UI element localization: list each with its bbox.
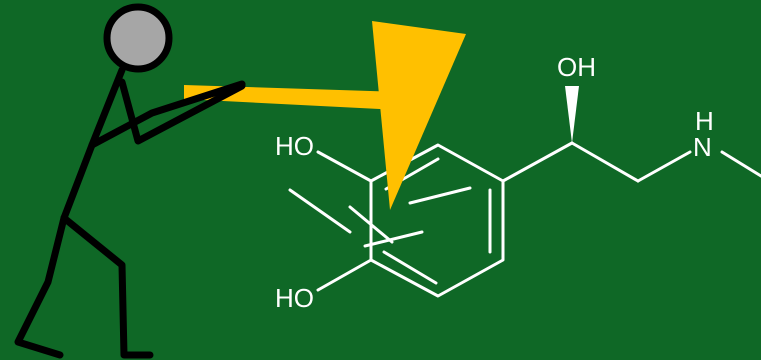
stick-figure-leg-right bbox=[60, 214, 154, 359]
scribble-line-3 bbox=[363, 230, 424, 248]
molecule-structure: HO HO OH H N bbox=[275, 52, 761, 313]
scribble-line-1 bbox=[288, 188, 352, 234]
bond-ring-to-chiral-carbon bbox=[501, 141, 574, 183]
bond-n-to-methyl bbox=[720, 150, 761, 178]
atom-label-ho-top: HO bbox=[275, 131, 314, 161]
atom-label-ho-bottom: HO bbox=[275, 283, 314, 313]
pointer-head bbox=[372, 21, 466, 210]
bond-ho-top bbox=[316, 150, 373, 183]
bond-ch2-to-n bbox=[636, 150, 692, 183]
atom-label-h: H bbox=[695, 106, 714, 136]
ring-double-bond-bottom bbox=[382, 250, 438, 285]
bond-ho-bottom bbox=[316, 258, 373, 292]
bond-chiral-to-ch2 bbox=[570, 141, 640, 183]
stick-figure-leg-left bbox=[14, 214, 68, 359]
stick-figure-arm-upper bbox=[118, 78, 246, 145]
scribble-line-4 bbox=[408, 186, 472, 205]
stick-figure-icon bbox=[14, 3, 246, 359]
pointer-arrow-icon bbox=[184, 21, 466, 210]
atom-label-n: N bbox=[693, 132, 712, 162]
stick-figure-arm-lower bbox=[88, 80, 246, 149]
scribble-line-2 bbox=[348, 205, 394, 244]
atom-label-oh: OH bbox=[557, 52, 596, 82]
wedge-bond-oh bbox=[565, 86, 579, 143]
stick-figure-head bbox=[103, 3, 173, 73]
